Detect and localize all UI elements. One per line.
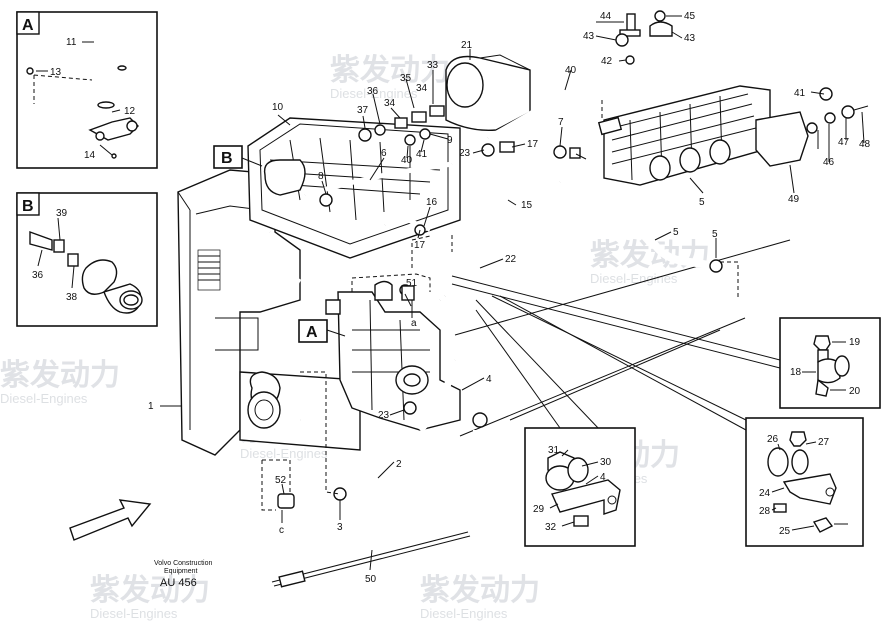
detail-bracket-29-32: 31 30 4 29 32: [524, 427, 636, 547]
callout-4: 4: [486, 374, 492, 385]
callout-43a: 43: [583, 31, 595, 42]
callout-1: 1: [148, 401, 154, 412]
callout-5c: 5: [712, 229, 718, 240]
svg-text:B: B: [221, 150, 233, 167]
callout-2: 2: [396, 459, 402, 470]
svg-text:A: A: [306, 324, 318, 341]
callout-51: 51: [406, 278, 418, 289]
callout-25: 25: [779, 526, 791, 537]
callout-11: 11: [66, 37, 77, 48]
callout-18: 18: [790, 367, 802, 378]
callout-39: 39: [56, 208, 68, 219]
callout-23b: 23: [378, 410, 390, 421]
svg-text:Diesel-Engines: Diesel-Engines: [240, 446, 328, 461]
detail-bracket-24-28: 26 27 24 28 25: [745, 417, 864, 547]
inset-a: A 11 13 12 14: [16, 11, 158, 169]
callout-6: 6: [381, 148, 387, 159]
credit-line1: Volvo Construction: [154, 560, 212, 567]
callout-42: 42: [601, 56, 613, 67]
callout-7: 7: [558, 117, 564, 128]
callout-26: 26: [767, 434, 779, 445]
callout-8: 8: [318, 171, 324, 182]
callout-47: 47: [838, 137, 850, 148]
callout-50: 50: [365, 574, 377, 585]
svg-text:B: B: [22, 198, 34, 215]
callout-23a: 23: [459, 148, 471, 159]
credit-line2: Equipment: [164, 568, 198, 575]
svg-text:紫发动力: 紫发动力: [90, 574, 210, 607]
callout-36: 36: [367, 86, 379, 97]
main-callouts: 1 2 3 4 5 5 5 6 7 8 9 10 15 16 17 17 21 …: [148, 11, 871, 585]
callout-44: 44: [600, 11, 612, 22]
callout-3: 3: [337, 522, 343, 533]
callout-28: 28: [759, 506, 771, 517]
callout-35: 35: [400, 73, 412, 84]
callout-43b: 43: [684, 33, 696, 44]
callout-5a: 5: [699, 197, 705, 208]
svg-text:Diesel-Engines: Diesel-Engines: [0, 391, 88, 406]
callout-12: 12: [124, 106, 136, 117]
inset-b: B 39 36 38: [16, 192, 158, 327]
callout-46: 46: [823, 157, 835, 168]
callout-5b: 5: [673, 227, 679, 238]
callout-41b: 41: [794, 88, 806, 99]
detail-clamp-18-20: 19 18 20: [779, 317, 881, 409]
marker-a-main: A: [298, 319, 346, 343]
callout-36-inset: 36: [32, 270, 44, 281]
marker-b-main: B: [213, 145, 263, 169]
callout-34b: 34: [416, 83, 428, 94]
svg-text:Diesel-Engines: Diesel-Engines: [90, 606, 178, 621]
callout-24: 24: [759, 488, 771, 499]
callout-20: 20: [849, 386, 861, 397]
callout-16: 16: [426, 197, 438, 208]
credit-block: Volvo Construction Equipment AU 456: [154, 560, 212, 589]
callout-c: c: [279, 525, 284, 536]
callout-19: 19: [849, 337, 861, 348]
callout-21: 21: [461, 40, 473, 51]
callout-14: 14: [84, 150, 96, 161]
svg-text:紫发动力: 紫发动力: [420, 574, 540, 607]
document-number: AU 456: [160, 577, 197, 589]
callout-30: 30: [600, 457, 612, 468]
callout-27: 27: [818, 437, 830, 448]
callout-49: 49: [788, 194, 800, 205]
svg-text:紫发动力: 紫发动力: [330, 54, 450, 87]
callout-40b: 40: [565, 65, 577, 76]
callout-17a: 17: [527, 139, 539, 150]
callout-48: 48: [859, 139, 871, 150]
callout-17b: 17: [414, 240, 426, 251]
callout-41a: 41: [416, 149, 428, 160]
callout-37: 37: [357, 105, 369, 116]
callout-9: 9: [447, 135, 453, 146]
svg-text:Diesel-Engines: Diesel-Engines: [590, 271, 678, 286]
callout-45: 45: [684, 11, 696, 22]
callout-4-inset: 4: [600, 472, 606, 483]
callout-22: 22: [505, 254, 517, 265]
svg-text:Diesel-Engines: Diesel-Engines: [330, 86, 418, 101]
svg-text:A: A: [22, 17, 34, 34]
callout-40a: 40: [401, 155, 413, 166]
callout-34a: 34: [384, 98, 396, 109]
callout-15: 15: [521, 200, 533, 211]
callout-33: 33: [427, 60, 439, 71]
svg-text:Diesel-Engines: Diesel-Engines: [420, 606, 508, 621]
callout-29: 29: [533, 504, 545, 515]
svg-text:紫发动力: 紫发动力: [0, 359, 120, 392]
callout-a: a: [411, 318, 417, 329]
callout-10: 10: [272, 102, 284, 113]
callout-52: 52: [275, 475, 287, 486]
machine-assembly: [69, 10, 869, 588]
callout-32: 32: [545, 522, 557, 533]
callout-13: 13: [50, 67, 62, 78]
callout-38: 38: [66, 292, 78, 303]
callout-31: 31: [548, 445, 560, 456]
